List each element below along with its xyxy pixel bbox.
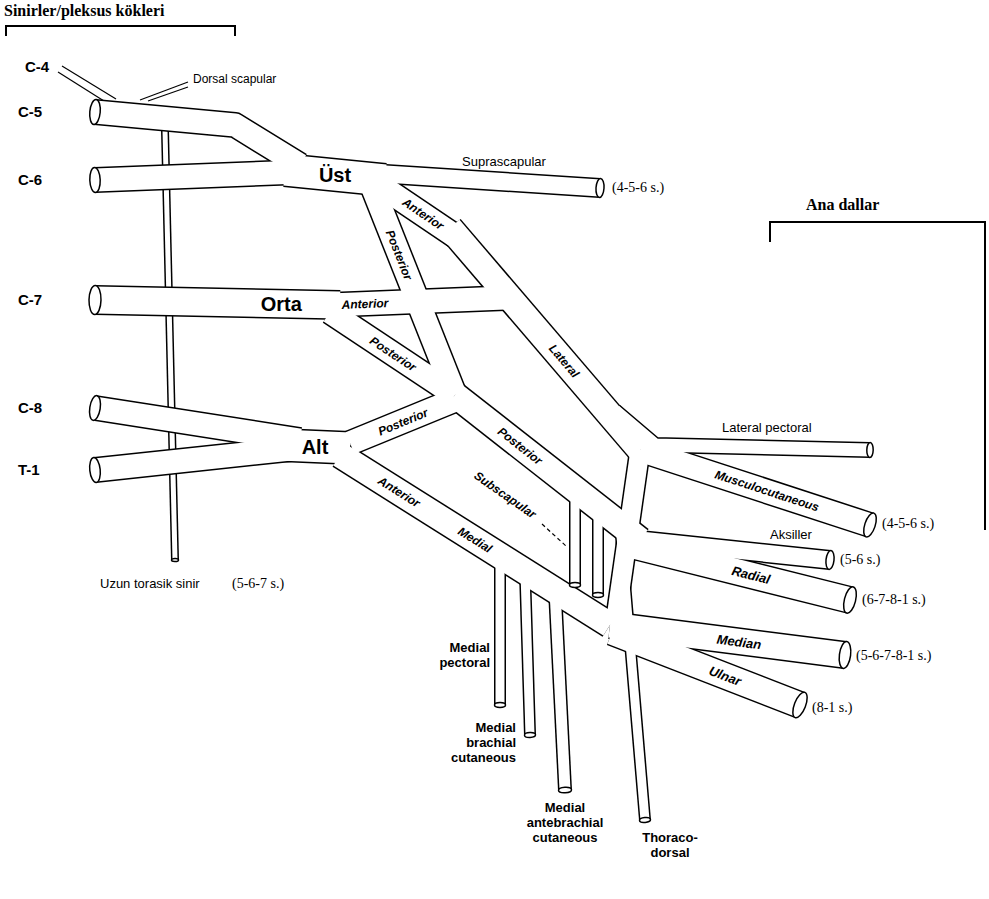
nerve-end bbox=[524, 732, 535, 737]
nerve-tube bbox=[620, 524, 645, 820]
nerve-end bbox=[89, 285, 102, 314]
nerve-label: Medial pectoral bbox=[418, 640, 490, 670]
segment-number: (5-6 s.) bbox=[840, 552, 880, 568]
nerve-end bbox=[89, 457, 102, 483]
nerve-outline bbox=[95, 112, 300, 165]
nerve-outline bbox=[95, 300, 340, 305]
nerve-tube bbox=[340, 455, 610, 625]
nerve-outline bbox=[555, 590, 565, 790]
nerve-outline bbox=[95, 408, 300, 440]
nerve-outline bbox=[525, 572, 530, 735]
nerve-label: Uzun torasik sinir bbox=[100, 576, 200, 591]
nerve-tube bbox=[640, 450, 870, 525]
nerve-outline bbox=[95, 172, 300, 180]
nerve-tube bbox=[95, 300, 340, 305]
nerve-end bbox=[825, 550, 835, 570]
nerve-tube bbox=[370, 173, 600, 188]
nerve-end bbox=[593, 593, 604, 598]
division-label: Anterior bbox=[341, 296, 388, 312]
heading: Ana dallar bbox=[806, 196, 879, 214]
segment-number: (6-7-8-1 s.) bbox=[862, 592, 926, 608]
nerve-end bbox=[89, 167, 100, 192]
root-label: C-7 bbox=[18, 291, 42, 308]
segment-number: (4-5-6 s.) bbox=[882, 516, 934, 532]
dorsal-scapular-nerve bbox=[148, 87, 188, 101]
nerve-outline bbox=[569, 485, 581, 585]
nerve-end bbox=[88, 395, 102, 421]
nerve-end bbox=[89, 99, 102, 125]
nerve-end bbox=[861, 512, 879, 539]
dorsal-scapular-nerve bbox=[140, 82, 188, 100]
nerve-tube bbox=[330, 312, 455, 395]
heading: Sinirler/pleksus kökleri bbox=[4, 2, 164, 20]
nerve-outline bbox=[350, 400, 455, 443]
root-label: C-4 bbox=[25, 58, 49, 75]
nerve-end bbox=[838, 641, 853, 669]
nerve-end bbox=[867, 442, 874, 457]
nerve-tube bbox=[496, 556, 505, 705]
nerve-tube bbox=[630, 545, 850, 600]
bracket bbox=[770, 222, 985, 530]
nerve-tube bbox=[571, 485, 580, 585]
nerve-end bbox=[841, 586, 858, 615]
nerve-label: Aksiller bbox=[770, 527, 812, 542]
nerve-tube bbox=[165, 130, 175, 560]
nerve-tube bbox=[612, 632, 800, 705]
nerve-tube bbox=[350, 400, 455, 443]
nerve-outline bbox=[640, 450, 870, 525]
segment-number: (5-6-7 s.) bbox=[232, 576, 284, 592]
nerve-label: Medial antebrachial cutaneous bbox=[508, 800, 622, 845]
leader-line bbox=[542, 524, 566, 546]
nerve-tube bbox=[525, 572, 530, 735]
segment-number: (5-6-7-8-1 s.) bbox=[856, 648, 931, 664]
nerve-label: Dorsal scapular bbox=[193, 72, 276, 86]
nerve-label: Thoraco- dorsal bbox=[628, 830, 712, 860]
nerve-end bbox=[570, 583, 581, 588]
nerve-label: Lateral pectoral bbox=[722, 420, 812, 435]
nerve-tube bbox=[95, 448, 300, 470]
trunk-label: Orta bbox=[261, 292, 302, 315]
nerve-tube bbox=[594, 505, 603, 595]
segment-number: (8-1 s.) bbox=[812, 700, 852, 716]
nerve-tube bbox=[555, 590, 565, 790]
root-label: C-8 bbox=[18, 399, 42, 416]
nerve-label: Subscapular bbox=[471, 469, 538, 522]
trunk-label: Alt bbox=[302, 435, 329, 458]
segment-number: (4-5-6 s.) bbox=[612, 180, 664, 196]
nerve-outline bbox=[370, 173, 600, 188]
nerve-outline bbox=[494, 556, 506, 705]
nerve-label: Suprascapular bbox=[462, 154, 546, 169]
trunk-label: Üst bbox=[319, 164, 351, 187]
root-label: T-1 bbox=[18, 461, 40, 478]
nerve-end bbox=[790, 690, 810, 719]
nerve-outline bbox=[95, 448, 300, 470]
nerve-outline bbox=[592, 505, 604, 595]
nerve-tubes bbox=[88, 99, 879, 823]
c4-branch bbox=[62, 66, 116, 99]
c4-branch bbox=[58, 72, 104, 101]
nerve-end bbox=[558, 787, 571, 793]
nerve-label: Medial brachial cutaneous bbox=[432, 720, 516, 765]
bracket bbox=[6, 26, 235, 36]
nerve-end bbox=[639, 817, 650, 823]
nerve-tube bbox=[95, 172, 300, 180]
nerve-end bbox=[495, 703, 506, 708]
root-label: C-5 bbox=[18, 103, 42, 120]
nerve-tube bbox=[95, 408, 300, 440]
nerve-end bbox=[595, 178, 604, 197]
nerve-outline bbox=[165, 130, 175, 560]
nerve-tube bbox=[95, 112, 300, 165]
root-label: C-6 bbox=[18, 171, 42, 188]
nerve-end bbox=[171, 558, 178, 561]
